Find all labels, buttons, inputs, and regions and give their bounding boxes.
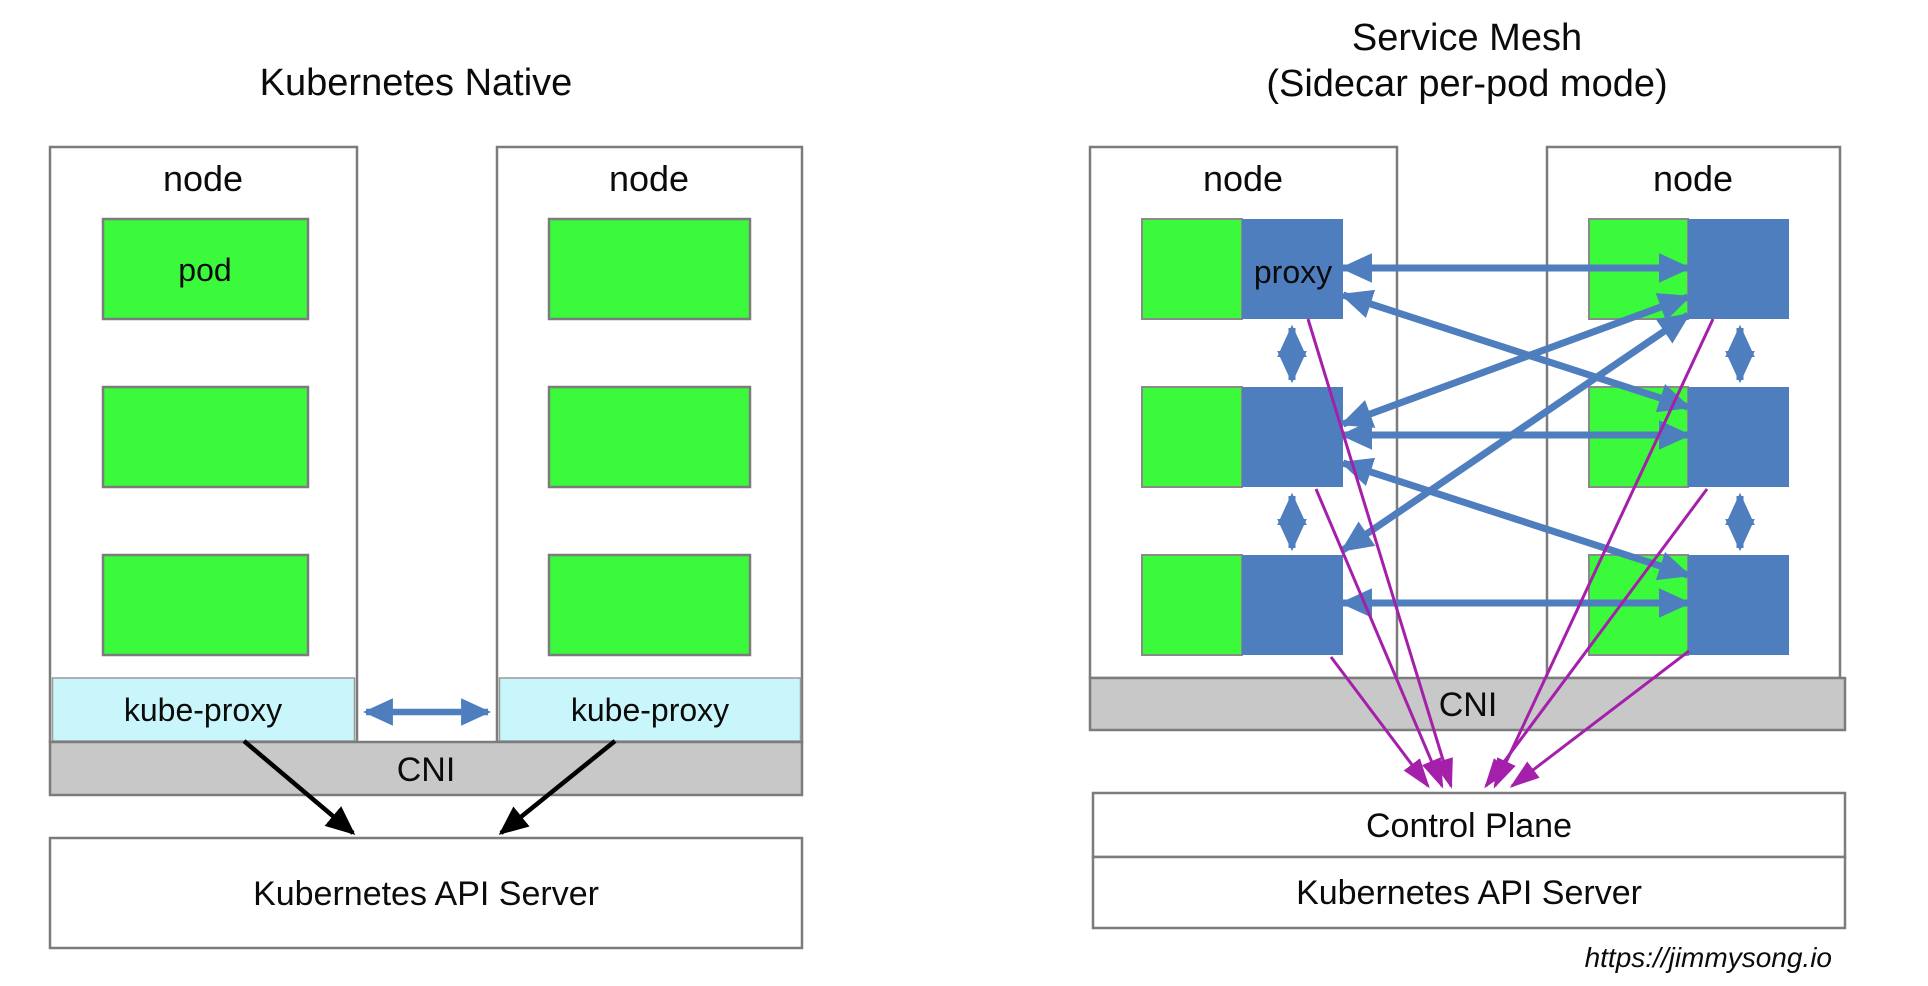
mesh-link-l3-r1 [1340, 312, 1691, 553]
right-node-1-pod-1-app [1141, 218, 1243, 320]
right-node-1-pod-3-proxy [1242, 555, 1343, 655]
cp-link-r2 [1484, 488, 1709, 789]
proxy-label: proxy [1254, 254, 1332, 290]
control-plane-label: Control Plane [1366, 807, 1572, 845]
left-cni-label: CNI [397, 751, 456, 789]
left-api-server-box [48, 836, 804, 950]
left-panel: Kubernetes Native node pod kube-proxy no… [48, 62, 804, 950]
left-api-server-label: Kubernetes API Server [253, 875, 599, 913]
left-node-1-pod-1 [101, 217, 310, 321]
right-node-1-pod-3-app [1141, 554, 1243, 656]
right-node-1-pod-1-proxy [1242, 219, 1343, 319]
left-node-1-pod-2 [101, 385, 310, 489]
cp-link-r3 [1509, 649, 1690, 788]
right-node-2-pod-3-proxy [1688, 555, 1789, 655]
right-node-2-pod-1-proxy [1688, 219, 1789, 319]
left-api-link-1 [242, 739, 356, 835]
left-node-1-kube-proxy [51, 677, 356, 742]
right-node-2-pod-2-proxy [1688, 387, 1789, 487]
right-node-1-pod-2-proxy [1242, 387, 1343, 487]
right-api-server-box [1091, 855, 1847, 930]
left-node-2-label: node [609, 158, 689, 199]
left-cni-bar [48, 740, 804, 797]
right-node-1-label: node [1203, 158, 1283, 199]
right-title-line2: (Sidecar per-pod mode) [1266, 63, 1667, 105]
left-node-2-pod-2 [547, 385, 752, 489]
left-pod-label: pod [178, 252, 231, 288]
cp-link-r1 [1493, 318, 1715, 789]
left-node-1-pod-3 [101, 553, 310, 657]
attribution-link: https://jimmysong.io [1585, 942, 1832, 973]
left-api-link-2 [498, 739, 617, 835]
right-node-1-pod-2-app [1141, 386, 1243, 488]
left-node-2-pod-3 [547, 553, 752, 657]
left-node-1-label: node [163, 158, 243, 199]
cp-link-l1 [1306, 318, 1453, 789]
left-node-2-kube-proxy-label: kube-proxy [571, 692, 729, 728]
left-node-1-kube-proxy-label: kube-proxy [124, 692, 282, 728]
cp-link-l3 [1329, 656, 1430, 789]
left-title: Kubernetes Native [260, 62, 573, 104]
right-node-2-label: node [1653, 158, 1733, 199]
right-panel: Service Mesh (Sidecar per-pod mode) node… [1088, 17, 1847, 930]
right-cni-bar [1088, 676, 1847, 732]
cp-link-l2 [1314, 488, 1444, 789]
left-node-2-pod-1 [547, 217, 752, 321]
right-cni-label: CNI [1439, 686, 1498, 724]
right-title-line1: Service Mesh [1352, 17, 1582, 59]
right-api-server-label: Kubernetes API Server [1296, 874, 1642, 912]
